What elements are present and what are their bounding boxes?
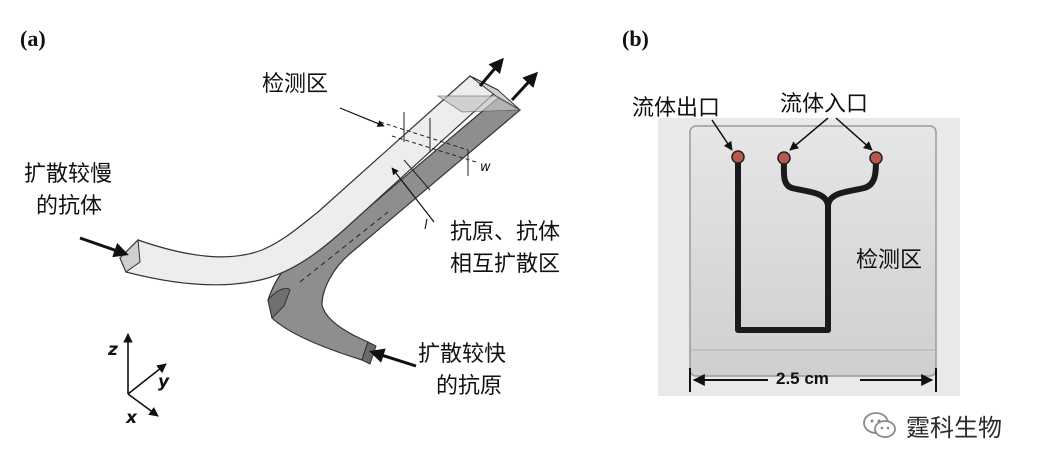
outlet-arrow-1 xyxy=(478,57,504,87)
slow-antibody-label-1: 扩散较慢 xyxy=(24,162,113,187)
dim-w-label: w xyxy=(480,160,491,175)
interdiffusion-label-1: 抗原、抗体 xyxy=(450,220,561,245)
interdiffusion-label-2: 相互扩散区 xyxy=(450,252,561,277)
detection-box-lines xyxy=(299,112,477,283)
axis-z-label: z xyxy=(108,340,118,360)
interdiffusion-leader xyxy=(391,167,435,223)
antigen-inlet-arrow xyxy=(369,348,417,368)
watermark-text: 霆科生物 xyxy=(906,414,1002,442)
microchannel xyxy=(735,155,879,333)
inlet-leader-1 xyxy=(789,117,829,151)
slow-antibody-label-2: 的抗体 xyxy=(36,194,103,219)
inlet-port-1 xyxy=(777,151,791,165)
detection-zone-leader xyxy=(339,107,385,127)
panel-a-label: (a) xyxy=(20,26,46,51)
axis-y-label: y xyxy=(158,372,170,392)
dim-l-label: l xyxy=(424,218,428,233)
fluid-inlet-label: 流体入口 xyxy=(780,92,869,117)
fluid-outlet-label: 流体出口 xyxy=(632,96,721,121)
xyz-axes xyxy=(123,333,167,417)
wechat-icon xyxy=(863,411,896,438)
scale-bar xyxy=(689,368,937,392)
outlet-port xyxy=(731,150,745,164)
watermark: 霆科生物 xyxy=(862,408,1002,443)
panel-b-label: (b) xyxy=(622,26,649,51)
inlet-port-2 xyxy=(869,151,883,165)
detection-zone-label-b: 检测区 xyxy=(856,248,923,273)
outlet-arrow-2 xyxy=(510,71,539,102)
detection-zone-label-a: 检测区 xyxy=(262,72,329,97)
inlet-leader-2 xyxy=(835,117,873,151)
antibody-inlet-arrow xyxy=(79,236,129,258)
scale-bar-label: 2.5 cm xyxy=(776,369,829,388)
outlet-leader xyxy=(711,119,733,151)
chip-body xyxy=(689,125,937,377)
fast-antigen-label-2: 的抗原 xyxy=(436,374,503,399)
axis-x-label: x xyxy=(126,408,137,428)
fast-antigen-label-1: 扩散较快 xyxy=(418,342,507,367)
